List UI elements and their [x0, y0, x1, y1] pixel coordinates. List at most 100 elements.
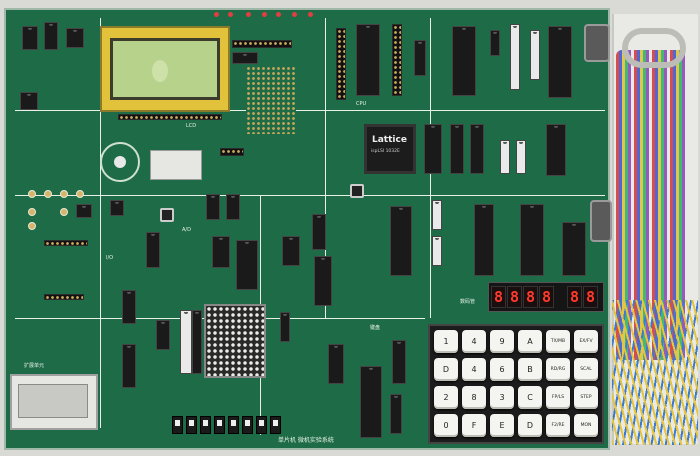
ic-chip [548, 26, 572, 98]
section-label: 键盘 [370, 325, 381, 331]
keypad-key[interactable]: 0 [434, 414, 458, 437]
card-slot-inner [18, 384, 88, 418]
seven-segment-digit: 8 [539, 286, 554, 308]
toggle-switch[interactable] [242, 416, 253, 434]
gray-cable [622, 28, 686, 68]
cpld-part: ispLSI 1032E [371, 149, 400, 154]
led [292, 12, 297, 17]
keypad-key[interactable]: 2 [434, 386, 458, 409]
keypad-key[interactable]: 9 [490, 330, 514, 353]
seven-segment-digit: 8 [583, 286, 598, 308]
keypad-key[interactable]: 4 [462, 358, 486, 381]
keypad-key[interactable]: F [462, 414, 486, 437]
keypad-key[interactable]: 3 [490, 386, 514, 409]
ic-chip [110, 200, 124, 216]
push-button[interactable] [350, 184, 364, 198]
keypad-key[interactable]: EX/FV [574, 330, 598, 353]
ic-chip [146, 232, 160, 268]
ic-chip [314, 256, 332, 306]
test-jack [28, 222, 36, 230]
pin-header [44, 294, 84, 300]
toggle-switch[interactable] [200, 416, 211, 434]
ic-chip [212, 236, 230, 268]
keypad-key[interactable]: SCAL [574, 358, 598, 381]
ic-chip [44, 22, 58, 50]
seven-segment-digit: 8 [523, 286, 538, 308]
keypad-key[interactable]: D [434, 358, 458, 381]
keypad-key[interactable]: C [518, 386, 542, 409]
ic-chip [424, 124, 442, 174]
keypad-key[interactable]: 1 [434, 330, 458, 353]
lcd-header [118, 114, 222, 120]
keypad-key[interactable]: 4 [462, 330, 486, 353]
seven-segment-digit: 8 [491, 286, 506, 308]
keypad-key[interactable]: F2/RE [546, 414, 570, 437]
ic-chip [192, 310, 202, 374]
test-jack [76, 190, 84, 198]
test-jack [44, 190, 52, 198]
toggle-switch[interactable] [214, 416, 225, 434]
ic-chip [156, 320, 170, 350]
ic-chip [516, 140, 526, 174]
ic-chip [452, 26, 476, 96]
db9-connector [590, 200, 612, 242]
led [228, 12, 233, 17]
cpld-label: Lattice [372, 135, 407, 145]
keypad-key[interactable]: MON [574, 414, 598, 437]
pin-header [246, 66, 296, 134]
keypad-key[interactable]: 6 [490, 358, 514, 381]
ic-chip [450, 124, 464, 174]
toggle-switch[interactable] [186, 416, 197, 434]
ic-chip [282, 236, 300, 266]
section-label: CPU [356, 101, 367, 107]
ic-chip [122, 344, 136, 388]
toggle-switch[interactable] [270, 416, 281, 434]
test-jack [60, 208, 68, 216]
toggle-switch[interactable] [228, 416, 239, 434]
test-jack [60, 190, 68, 198]
board-title: 单片机 微机实验系统 [278, 437, 334, 444]
pin-header [392, 24, 402, 96]
keypad-key[interactable]: D [518, 414, 542, 437]
keypad-key[interactable]: E [490, 414, 514, 437]
ic-chip [226, 194, 240, 220]
ic-chip [520, 204, 544, 276]
ic-chip [414, 40, 426, 76]
seven-segment-digit: 8 [567, 286, 582, 308]
ic-chip [22, 26, 38, 50]
ic-chip [328, 344, 344, 384]
keypad-key[interactable]: FP/LS [546, 386, 570, 409]
ic-chip [470, 124, 484, 174]
led [276, 12, 281, 17]
metal-plate [150, 150, 202, 180]
keypad-key[interactable]: RD/RG [546, 358, 570, 381]
ic-chip [546, 124, 566, 176]
ic-chip [500, 140, 510, 174]
ic-chip [392, 340, 406, 384]
push-button[interactable] [160, 208, 174, 222]
ic-chip [312, 214, 326, 250]
ic-chip [356, 24, 380, 96]
relay [20, 92, 38, 110]
led [214, 12, 219, 17]
keypad-key[interactable]: A [518, 330, 542, 353]
keypad-key[interactable]: 8 [462, 386, 486, 409]
keypad-key[interactable]: STEP [574, 386, 598, 409]
toggle-switch[interactable] [256, 416, 267, 434]
seven-segment-digit: 8 [507, 286, 522, 308]
trace-line [325, 18, 326, 318]
db9-connector [584, 24, 610, 62]
toggle-switch[interactable] [172, 416, 183, 434]
stepper-hub [114, 156, 126, 168]
ic-chip [432, 200, 442, 230]
keypad-key[interactable]: TX/MB [546, 330, 570, 353]
ic-chip [280, 312, 290, 342]
ic-chip [122, 290, 136, 324]
test-jack [28, 208, 36, 216]
pin-header [336, 28, 346, 100]
test-jack [28, 190, 36, 198]
ic-chip [432, 236, 442, 266]
keypad-key[interactable]: B [518, 358, 542, 381]
ic-chip [390, 206, 412, 276]
ic-chip [76, 204, 92, 218]
